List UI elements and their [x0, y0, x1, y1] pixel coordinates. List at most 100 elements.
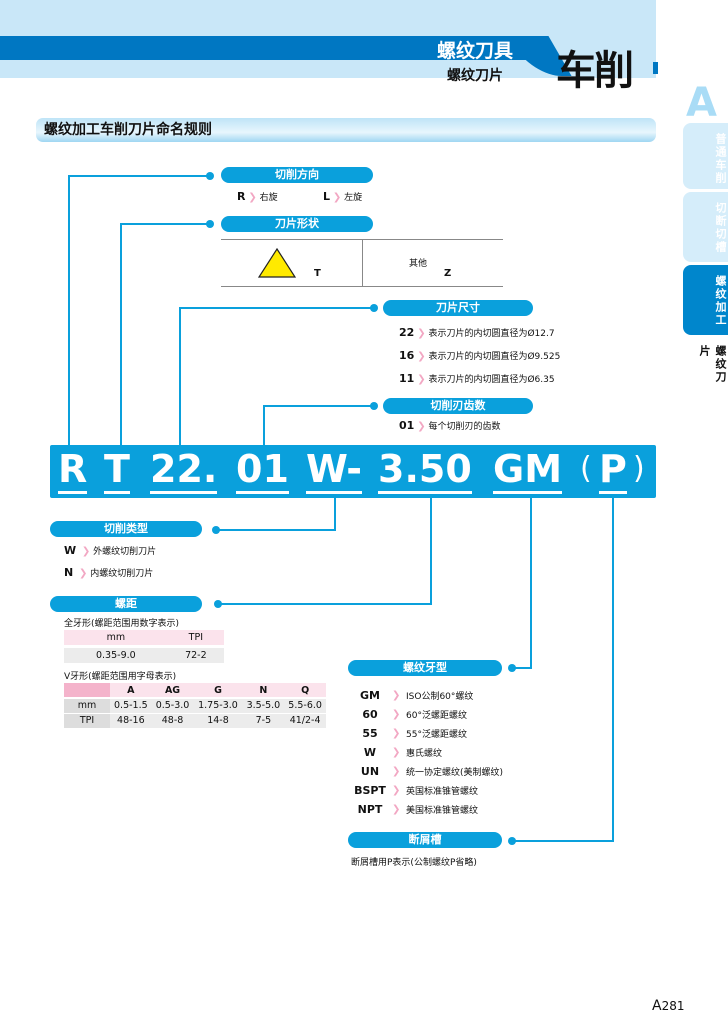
- connector-line: [68, 175, 210, 177]
- arrow-icon: ❯: [332, 192, 342, 203]
- connector-line: [263, 405, 265, 445]
- connector-dot: [206, 220, 214, 228]
- connector-line: [120, 223, 210, 225]
- arrow-icon: ❯: [392, 747, 401, 758]
- desc: 表示刀片的内切圆直径为Ø6.35: [428, 375, 555, 385]
- full-profile-table: mm TPI 0.35-9.0 72-2: [64, 630, 224, 663]
- shape-other: 其他: [409, 259, 428, 269]
- tab-threading[interactable]: 螺纹加工: [683, 265, 728, 335]
- code: BSPT: [354, 784, 386, 797]
- shape-t: T: [314, 268, 321, 279]
- connector-dot: [508, 837, 516, 845]
- header-subtitle: 螺纹刀片: [447, 68, 503, 84]
- code-segment-pitch: 3.50: [378, 447, 472, 494]
- connector-dot: [370, 304, 378, 312]
- chipbreaker-label: 断屑槽: [348, 832, 502, 848]
- cell: 5.5-6.0: [288, 700, 322, 712]
- code: W: [64, 544, 77, 557]
- cell: 48-8: [161, 715, 184, 727]
- section-title: 螺纹加工车削刀片命名规则: [36, 118, 656, 142]
- paren-open: (: [580, 451, 592, 486]
- connector-line: [216, 529, 336, 531]
- code: 11: [399, 372, 415, 385]
- connector-dot: [206, 172, 214, 180]
- arrow-icon: ❯: [392, 785, 401, 796]
- cell: 0.35-9.0: [95, 650, 136, 661]
- arrow-icon: ❯: [417, 421, 426, 432]
- connector-line: [218, 603, 432, 605]
- cell: 0.5-3.0: [155, 700, 190, 712]
- pitch-label: 螺距: [50, 596, 202, 612]
- col-header: mm: [106, 632, 126, 643]
- connector-line: [512, 667, 532, 669]
- tab-general-turning[interactable]: 普通车削: [683, 123, 728, 189]
- cell: 7-5: [255, 715, 272, 727]
- cell: 41/2-4: [289, 715, 321, 727]
- arrow-icon: ❯: [78, 568, 88, 579]
- connector-line: [179, 307, 373, 309]
- connector-dot: [212, 526, 220, 534]
- arrow-icon: ❯: [417, 328, 426, 339]
- connector-line: [512, 840, 614, 842]
- connector-line: [120, 223, 122, 445]
- cell: 3.5-5.0: [246, 700, 281, 712]
- desc: 英国标准锥管螺纹: [406, 787, 479, 797]
- code-segment-chipbreaker: P: [599, 447, 627, 494]
- arrow-icon: ❯: [417, 351, 426, 362]
- col-header: AG: [164, 684, 181, 696]
- code: 01: [399, 419, 415, 432]
- connector-line: [334, 498, 336, 530]
- desc: 表示刀片的内切圆直径为Ø12.7: [428, 329, 555, 339]
- code: R: [237, 190, 246, 203]
- designation-bar: [50, 445, 656, 498]
- header-title: 螺纹刀具: [436, 40, 513, 62]
- connector-dot: [214, 600, 222, 608]
- triangle-insert-icon: [257, 247, 297, 278]
- full-profile-title: 全牙形(螺距范围用数字表示): [64, 619, 180, 629]
- code: 16: [399, 349, 415, 362]
- teeth-label: 切削刃齿数: [383, 398, 533, 414]
- connector-line: [68, 175, 70, 445]
- code: 22: [399, 326, 415, 339]
- desc: 惠氏螺纹: [406, 749, 443, 759]
- tab-thread-inserts: 螺纹刀片: [698, 345, 727, 384]
- code-segment-direction: R: [58, 447, 88, 494]
- code: L: [323, 190, 331, 203]
- cell: 1.75-3.0: [198, 700, 238, 712]
- desc: 美国标准锥管螺纹: [406, 806, 479, 816]
- row-header: mm: [64, 698, 110, 713]
- arrow-icon: ❯: [417, 374, 426, 385]
- cell: 14-8: [207, 715, 229, 727]
- connector-line: [430, 498, 432, 604]
- arrow-icon: ❯: [248, 192, 257, 203]
- code: NPT: [357, 803, 383, 816]
- profile-label: 螺纹牙型: [348, 660, 502, 676]
- col-header: TPI: [188, 632, 204, 643]
- desc: 60°泛螺距螺纹: [406, 711, 467, 721]
- code-segment-profile: GM: [493, 447, 563, 494]
- col-header: A: [127, 684, 135, 696]
- col-header: N: [259, 684, 268, 696]
- arrow-icon: ❯: [392, 766, 401, 777]
- v-profile-title: V牙形(螺距范围用字母表示): [64, 672, 177, 682]
- connector-line: [612, 498, 614, 841]
- col-header: Q: [301, 684, 310, 696]
- connector-dot: [370, 402, 378, 410]
- shape-label: 刀片形状: [221, 216, 373, 232]
- code-segment-teeth: 01: [236, 447, 289, 494]
- profile-list: GM❯ISO公制60°螺纹 60❯60°泛螺距螺纹 55❯55°泛螺距螺纹 W❯…: [348, 686, 548, 819]
- tab-parting-grooving[interactable]: 切断切槽: [683, 192, 728, 262]
- connector-line: [179, 307, 181, 445]
- paren-close: ): [633, 451, 645, 486]
- connector-line: [263, 405, 373, 407]
- code: 55: [362, 727, 378, 740]
- arrow-icon: ❯: [392, 728, 401, 739]
- code: W: [363, 746, 377, 759]
- chipbreaker-text: 断屑槽用P表示(公制螺纹P省略): [351, 858, 477, 868]
- section-letter: A: [686, 80, 717, 126]
- cell: 72-2: [185, 650, 207, 661]
- desc: 左旋: [344, 193, 363, 203]
- row-header: TPI: [64, 713, 110, 728]
- page-number: A281: [652, 998, 684, 1014]
- col-header: G: [214, 684, 222, 696]
